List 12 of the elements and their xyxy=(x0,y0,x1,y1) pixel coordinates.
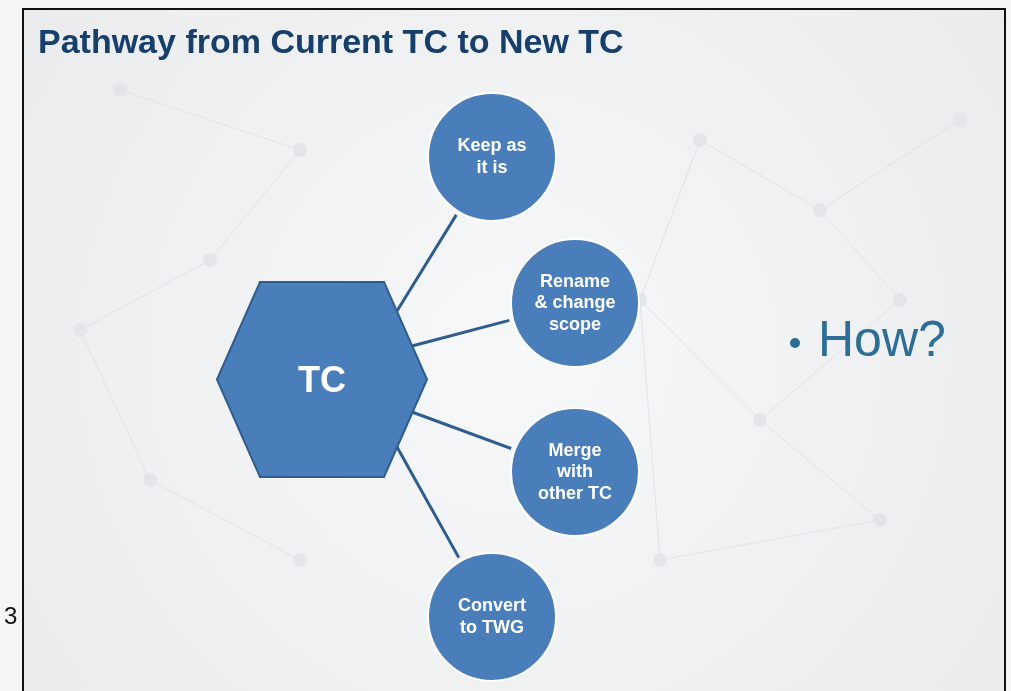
circle-node: Keep as it is xyxy=(428,93,556,221)
connector-line xyxy=(395,446,461,559)
connector-line xyxy=(411,318,510,348)
page-number: 3 xyxy=(4,602,18,630)
bullet-text: How? xyxy=(818,311,946,367)
hexagon-node: TC xyxy=(217,282,427,477)
circle-node: Convert to TWG xyxy=(428,553,556,681)
circle-node: Merge with other TC xyxy=(511,408,639,536)
connector-line xyxy=(411,410,512,450)
circle-node: Rename & change scope xyxy=(511,239,639,367)
connector-line xyxy=(395,214,458,312)
slide-title: Pathway from Current TC to New TC xyxy=(38,22,624,61)
